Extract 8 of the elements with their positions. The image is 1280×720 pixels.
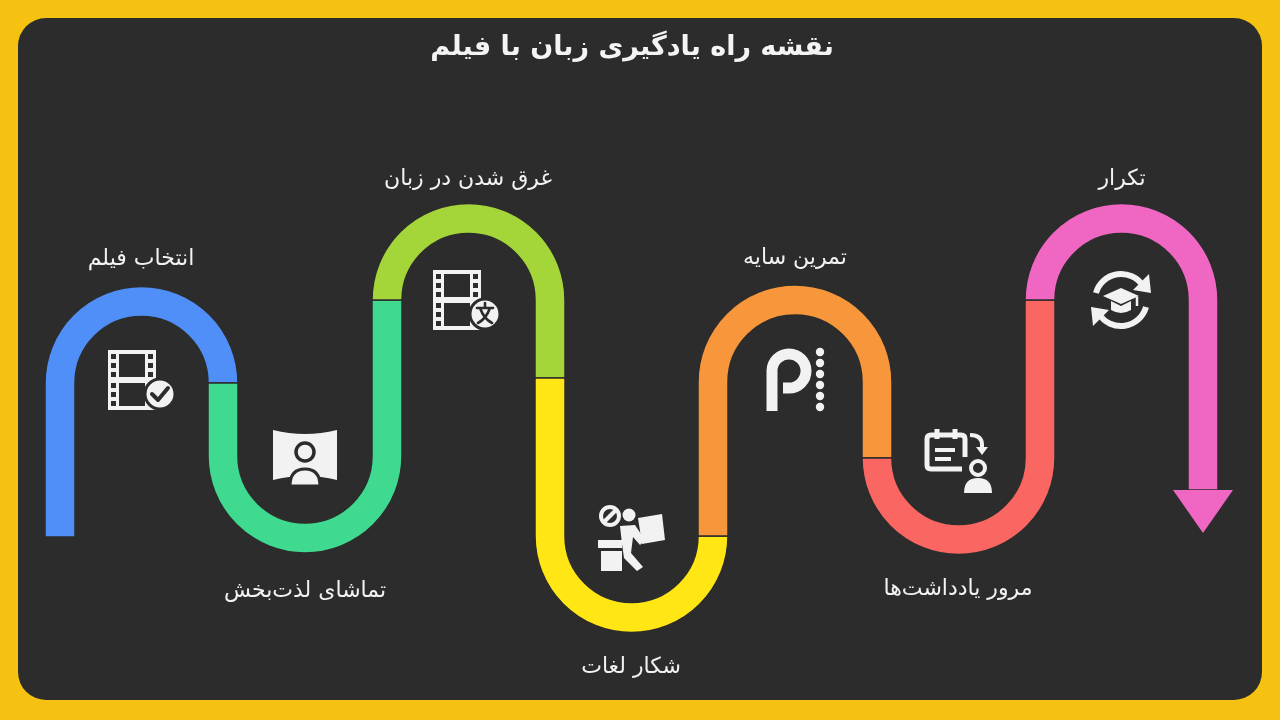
step-label: تمرین سایه xyxy=(743,243,847,271)
title: نقشه راه یادگیری زبان با فیلم xyxy=(430,29,834,61)
step-label: تماشای لذت‌بخش xyxy=(223,576,387,604)
step-label: مرور یادداشت‌ها xyxy=(883,574,1033,602)
step-label: غرق شدن در زبان xyxy=(384,164,552,192)
step-label: شکار لغات xyxy=(581,652,681,680)
step-label: انتخاب فیلم xyxy=(87,244,195,272)
step-label: تکرار xyxy=(1098,164,1146,192)
